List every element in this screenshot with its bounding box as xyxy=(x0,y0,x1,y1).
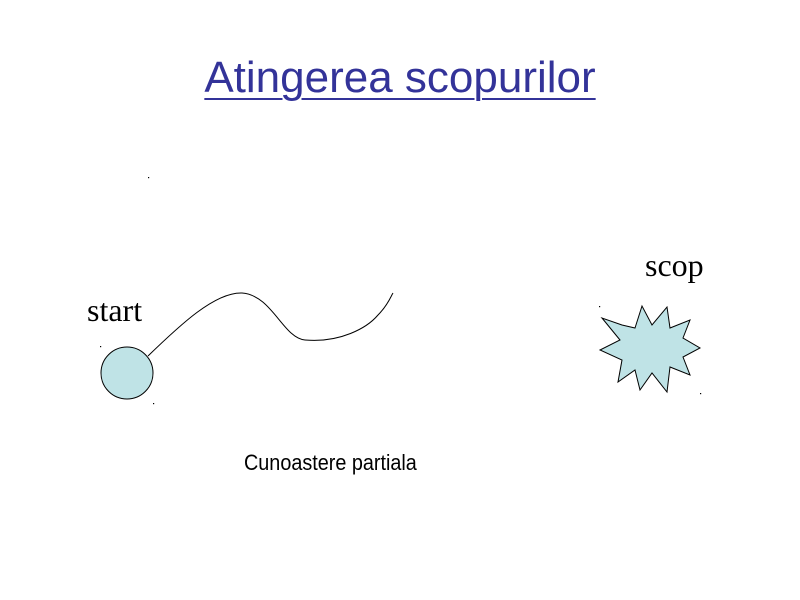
goal-label: scop xyxy=(645,247,704,283)
goal-star xyxy=(598,304,702,394)
start-node xyxy=(100,346,154,400)
handle-dot xyxy=(100,346,102,348)
handle-dot xyxy=(148,177,150,179)
start-label: start xyxy=(87,292,143,328)
slide-title: Atingerea scopurilor xyxy=(204,53,596,102)
handle-dot xyxy=(700,393,702,395)
path-caption: Cunoastere partiala xyxy=(244,450,417,475)
partial-path xyxy=(147,292,394,357)
handle-dot xyxy=(599,306,601,308)
handle-dot xyxy=(153,403,155,405)
